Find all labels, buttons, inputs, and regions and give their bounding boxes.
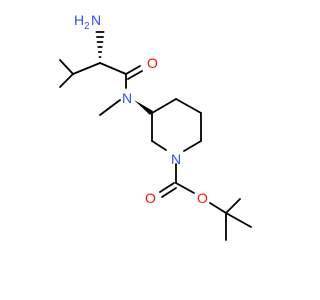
bond-ring-c3-c4 <box>151 98 177 114</box>
carbonyl-oxygen-label: O <box>147 55 158 71</box>
bond-methyl-b <box>59 73 74 88</box>
bond-cbeta-calpha <box>72 62 101 75</box>
bond-ester-o-tbutyl <box>209 202 227 214</box>
bond-ring-n-c2 <box>151 140 167 151</box>
bond-carbamate-o-a <box>159 182 175 193</box>
bond-carbonyl-o-1a <box>125 65 141 75</box>
bond-ring-c6-n <box>183 140 202 152</box>
solid-wedge-bond-ring <box>134 100 153 115</box>
bond-methyl-a <box>59 59 74 75</box>
bond-carbonyl-o-1b <box>127 70 143 80</box>
carbamate-carbonyl-oxygen-label: O <box>145 190 156 206</box>
bond-carbamate-ester-o <box>175 182 195 194</box>
ester-oxygen-label: O <box>197 190 208 206</box>
amide-nitrogen-label: N <box>122 90 132 106</box>
amine-h-text: H <box>74 12 84 28</box>
bond-ring-c4-c5 <box>175 98 202 114</box>
bond-n-methyl <box>99 99 121 116</box>
bond-tbutyl-methyl-up <box>225 198 241 214</box>
amine-n-text: N <box>91 12 101 28</box>
ring-nitrogen-label: N <box>171 151 181 167</box>
molecule-canvas: H 2 N O N N O O <box>59 12 252 241</box>
bond-carbamate-o-b <box>161 187 177 198</box>
structure-diagram: H 2 N O N N O O <box>59 12 252 241</box>
amine-subscript-text: 2 <box>84 21 90 32</box>
bond-calpha-carbonyl <box>99 62 127 75</box>
amine-label: H 2 N <box>74 12 101 32</box>
hashed-wedge-bond-amine <box>95 31 105 58</box>
bond-tbutyl-methyl-right <box>225 212 252 228</box>
